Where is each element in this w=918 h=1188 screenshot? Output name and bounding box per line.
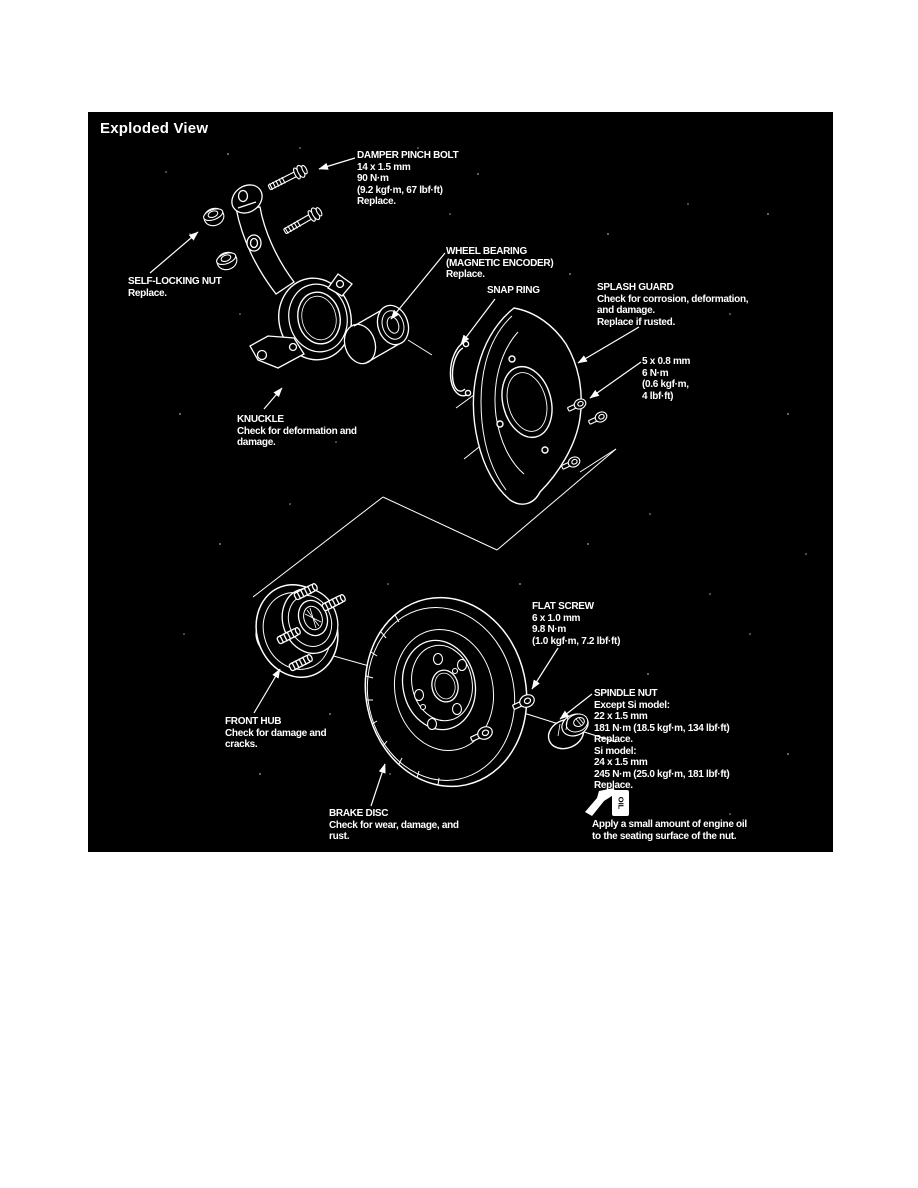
knuckle-drawing	[231, 184, 353, 369]
callout-line: Replace.	[594, 780, 633, 791]
callout-title: WHEEL BEARING	[446, 246, 527, 257]
callout-spindle-nut: SPINDLE NUT Except Si model: 22 x 1.5 mm…	[594, 688, 730, 792]
wheel-bearing-drawing	[343, 304, 410, 365]
callout-splash-guard-screw: 5 x 0.8 mm 6 N·m (0.6 kgf·m, 4 lbf·ft)	[642, 356, 690, 402]
callout-line: cracks.	[225, 739, 258, 750]
callout-splash-guard: SPLASH GUARD Check for corrosion, deform…	[597, 282, 749, 328]
callout-title: FRONT HUB	[225, 716, 282, 727]
callout-line: Si model:	[594, 745, 637, 757]
page-title: Exploded View	[100, 120, 209, 137]
callout-line: (9.2 kgf·m, 67 lbf·ft)	[357, 184, 443, 196]
callout-title: SNAP RING	[487, 285, 540, 296]
callout-line: to the seating surface of the nut.	[592, 830, 737, 842]
callout-line: Replace.	[594, 734, 633, 745]
front-hub-drawing	[255, 583, 346, 678]
leader-arrows	[149, 157, 642, 807]
callout-line: 245 N·m (25.0 kgf·m, 181 lbf·ft)	[594, 768, 730, 780]
callout-title: BRAKE DISC	[329, 808, 389, 819]
splash-guard-drawing	[472, 307, 582, 505]
flat-screw-drawing	[470, 694, 535, 742]
callout-line: Except Si model:	[594, 699, 670, 711]
scan-noise	[165, 147, 807, 815]
callout-knuckle: KNUCKLE Check for deformation and damage…	[237, 414, 357, 449]
callout-flat-screw: FLAT SCREW 6 x 1.0 mm 9.8 N·m (1.0 kgf·m…	[532, 601, 620, 647]
callout-line: 181 N·m (18.5 kgf·m, 134 lbf·ft)	[594, 722, 730, 734]
oil-icon-text: OIL	[617, 797, 626, 810]
oil-icon: OIL	[585, 788, 629, 816]
callout-front-hub: FRONT HUB Check for damage and cracks.	[225, 716, 327, 751]
callout-brake-disc: BRAKE DISC Check for wear, damage, and r…	[329, 808, 459, 843]
callout-line: rust.	[329, 831, 350, 842]
callout-line: 90 N·m	[357, 173, 389, 184]
callout-line: 6 x 1.0 mm	[532, 612, 581, 624]
callout-line: Check for deformation and	[237, 425, 357, 437]
exploded-view-panel: OIL Exploded View DAMPER PINCH BOLT 14 x…	[88, 112, 833, 852]
callout-title: DAMPER PINCH BOLT	[357, 150, 459, 161]
callout-title: KNUCKLE	[237, 414, 284, 425]
callout-snap-ring: SNAP RING	[487, 285, 540, 297]
callout-line: (1.0 kgf·m, 7.2 lbf·ft)	[532, 635, 621, 647]
exploded-view-drawing: OIL	[149, 147, 807, 816]
callout-title: (MAGNETIC ENCODER)	[446, 257, 554, 269]
callout-title: FLAT SCREW	[532, 601, 594, 612]
callout-line: Check for damage and	[225, 727, 327, 739]
callout-line: 24 x 1.5 mm	[594, 757, 648, 768]
callout-line: Replace.	[446, 269, 485, 280]
callout-line: 14 x 1.5 mm	[357, 161, 411, 173]
callout-line: Replace.	[357, 196, 396, 207]
callout-line: 4 lbf·ft)	[642, 390, 674, 402]
callout-line: Check for wear, damage, and	[329, 819, 459, 831]
callout-line: and damage.	[597, 305, 655, 316]
callout-wheel-bearing: WHEEL BEARING (MAGNETIC ENCODER) Replace…	[446, 246, 554, 281]
callout-line: 6 N·m	[642, 367, 669, 379]
callout-title: SPLASH GUARD	[597, 282, 674, 293]
callout-line: 9.8 N·m	[532, 624, 567, 635]
spindle-nut-drawing	[547, 713, 589, 750]
callout-self-locking-nut: SELF-LOCKING NUT Replace.	[128, 276, 222, 299]
callout-line: damage.	[237, 437, 276, 448]
callout-damper-pinch-bolt: DAMPER PINCH BOLT 14 x 1.5 mm 90 N·m (9.…	[357, 150, 459, 208]
callout-title: SPINDLE NUT	[594, 688, 658, 699]
callout-line: Replace.	[128, 287, 167, 299]
callout-title: SELF-LOCKING NUT	[128, 276, 222, 287]
brake-disc-drawing	[364, 596, 528, 788]
callout-line: Replace if rusted.	[597, 316, 675, 328]
callout-oil-note: Apply a small amount of engine oil to th…	[592, 819, 747, 842]
snap-ring-drawing	[449, 340, 472, 397]
self-locking-nut-drawing	[203, 207, 238, 271]
callout-line: Apply a small amount of engine oil	[592, 819, 747, 830]
callout-line: Check for corrosion, deformation,	[597, 293, 749, 305]
callout-line: 22 x 1.5 mm	[594, 711, 648, 722]
damper-pinch-bolt-drawing	[267, 164, 323, 234]
splash-guard-screw-drawing	[561, 398, 608, 470]
callout-line: (0.6 kgf·m,	[642, 379, 689, 390]
callout-line: 5 x 0.8 mm	[642, 356, 691, 367]
